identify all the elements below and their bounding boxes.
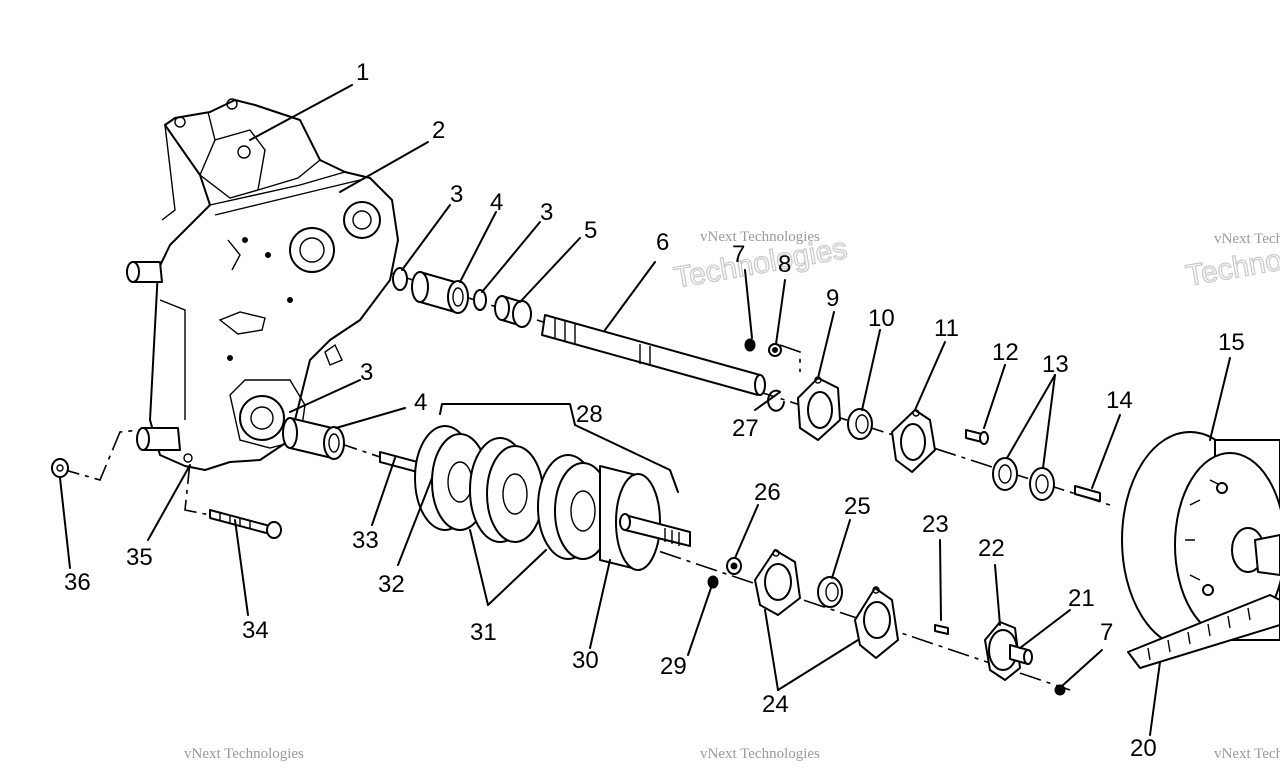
callout-29: 29 [660,653,687,680]
callout-8: 8 [778,251,791,278]
callout-1: 1 [356,59,369,86]
callout-15: 15 [1218,329,1245,356]
callout-14: 14 [1106,387,1133,414]
callout-11: 11 [934,315,959,342]
left-hardware [51,458,282,539]
callout-31: 31 [470,619,497,646]
callout-3: 3 [450,181,463,208]
callout-23: 23 [922,511,949,538]
callout-33: 33 [352,527,379,554]
callout-3: 3 [360,359,373,386]
callout-20: 20 [1130,735,1157,762]
watermark-text: vNext Technologies [1214,746,1280,762]
watermark-text: vNext Technologies [1214,231,1280,247]
callout-2: 2 [432,117,445,144]
callout-24: 24 [762,691,789,718]
callout-22: 22 [978,535,1005,562]
callout-34: 34 [242,617,269,644]
callout-3: 3 [540,199,553,226]
driven-clutch [1121,431,1280,649]
callout-35: 35 [126,544,153,571]
callout-7: 7 [732,241,745,268]
callout-4: 4 [414,389,427,416]
callout-25: 25 [844,493,871,520]
callout-36: 36 [64,569,91,596]
callout-labels: 1 2 3 4 3 5 6 7 8 9 10 11 12 13 14 15 3 … [64,59,1245,762]
callout-28: 28 [576,401,603,428]
leader-lines [59,84,1231,736]
callout-21: 21 [1068,585,1095,612]
lower-shaft-parts [282,417,1066,696]
callout-26: 26 [754,479,781,506]
watermark-text: vNext Technologies [700,229,820,245]
callout-30: 30 [572,647,599,674]
callout-6: 6 [656,229,669,256]
callout-5: 5 [584,217,597,244]
callout-4: 4 [490,189,503,216]
callout-7: 7 [1100,619,1113,646]
watermark-text: vNext Technologies [700,746,820,762]
upper-shaft-parts [392,267,1101,502]
gearcase-housing [126,98,399,471]
watermark-text: vNext Technologies [184,746,304,762]
callout-32: 32 [378,571,405,598]
callout-10: 10 [868,305,895,332]
callout-9: 9 [826,285,839,312]
callout-13: 13 [1042,351,1069,378]
callout-27: 27 [732,415,759,442]
drive-belt [1127,594,1280,669]
callout-12: 12 [992,339,1019,366]
